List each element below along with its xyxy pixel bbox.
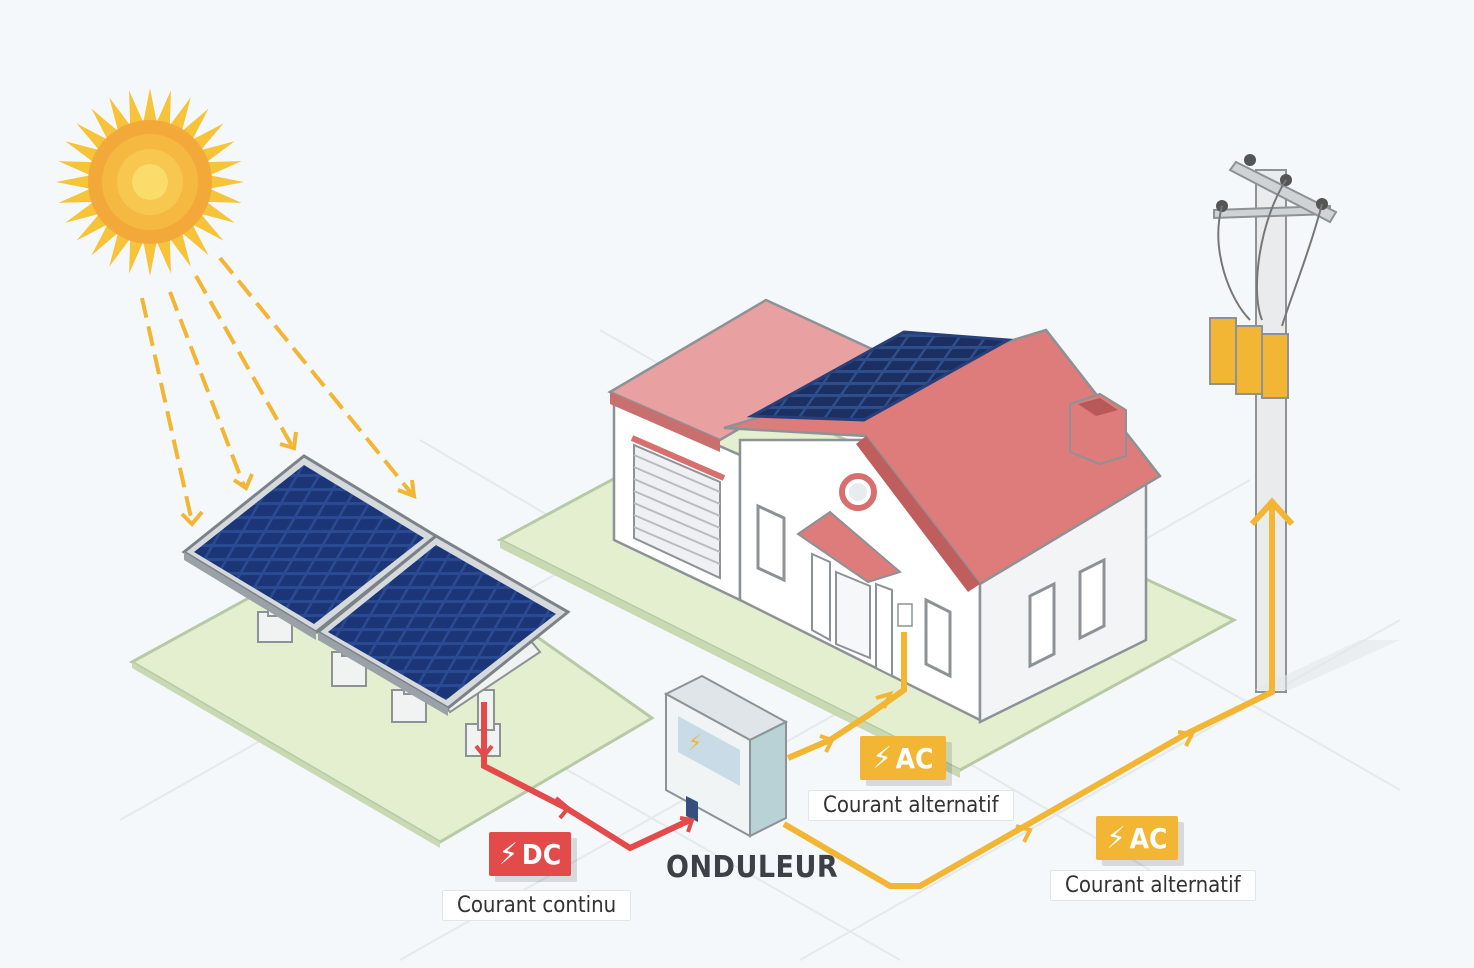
bolt-icon: ⚡	[498, 836, 518, 872]
sun-ray	[76, 123, 108, 151]
sun-ray	[143, 241, 157, 276]
ac-caption-house: Courant alternatif	[808, 790, 1014, 821]
sun-ray	[91, 224, 119, 256]
ac-tag-house-label: AC	[895, 741, 934, 775]
sun-ray	[181, 108, 209, 140]
sun-ray	[192, 213, 224, 241]
sun-ray	[206, 161, 242, 176]
sun-ray	[209, 175, 244, 189]
sun-ray	[169, 97, 191, 132]
inverter-label: ONDULEUR	[666, 850, 839, 885]
bolt-icon: ⚡	[1106, 820, 1126, 856]
svg-text:⚡: ⚡	[688, 731, 702, 756]
utility-pole	[1209, 154, 1400, 693]
sun-ray	[91, 108, 119, 140]
solar-panel-array	[181, 454, 571, 716]
ac-tag-house: ⚡ AC	[860, 736, 946, 780]
ac-tag-grid-label: AC	[1129, 821, 1168, 855]
sun-ray	[76, 213, 108, 241]
sun-ray	[58, 188, 94, 203]
sun-ray	[181, 224, 209, 256]
inverter: ⚡	[663, 674, 789, 838]
sun-ray	[156, 90, 171, 126]
sun-ray	[65, 201, 100, 223]
sun-ray	[200, 201, 235, 223]
sun-ray	[109, 232, 131, 267]
sun-ray	[129, 238, 144, 274]
ac-caption-grid: Courant alternatif	[1050, 870, 1256, 901]
dc-tag: ⚡ DC	[489, 832, 571, 876]
garage	[607, 298, 877, 602]
dc-tag-label: DC	[521, 837, 562, 871]
bolt-icon: ⚡	[872, 740, 892, 776]
sun-ray	[156, 238, 171, 274]
sun-ray	[58, 161, 94, 176]
dc-caption: Courant continu	[442, 890, 632, 921]
sun-ray	[129, 90, 144, 126]
sun-ray	[200, 141, 235, 163]
sun-icon	[56, 88, 244, 276]
house	[723, 328, 1162, 725]
ac-wire-grid	[782, 500, 1275, 889]
sun-ray	[192, 123, 224, 151]
sun-ray	[143, 88, 157, 123]
sun-ray	[65, 141, 100, 163]
sun-ray	[56, 175, 91, 189]
ac-wire-house	[786, 632, 907, 761]
sun-ray	[109, 97, 131, 132]
sun-ray	[169, 232, 191, 267]
ac-tag-grid: ⚡ AC	[1096, 816, 1178, 860]
sun-ray	[206, 188, 242, 203]
sunlight-rays	[140, 256, 414, 523]
